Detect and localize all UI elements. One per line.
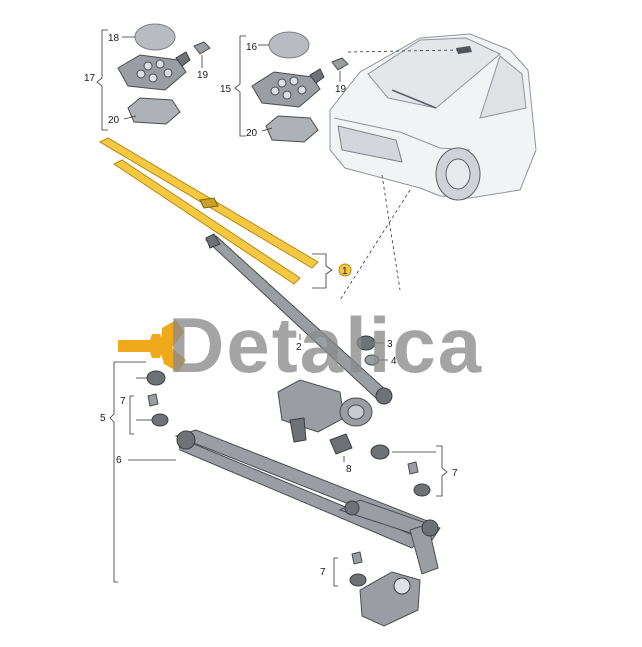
wiper-arm	[205, 233, 393, 405]
rain-sensor-right	[251, 68, 325, 108]
callout-20-right: 20	[246, 128, 258, 139]
sensor-group-left	[96, 23, 211, 131]
fastener-set-left	[129, 370, 169, 435]
callout-7-left: 7	[120, 396, 126, 407]
callout-19-left: 19	[197, 70, 209, 81]
callout-6: 6	[116, 455, 122, 466]
callout-2: 2	[296, 342, 302, 353]
callout-5: 5	[100, 413, 106, 424]
arm-cap-and-nut	[356, 335, 388, 366]
callout-7-bottom: 7	[320, 567, 326, 578]
callout-15: 15	[220, 84, 232, 95]
callout-19-right: 19	[335, 84, 347, 95]
sensor-group-right	[234, 31, 349, 143]
callout-1: 1	[342, 266, 348, 277]
car-illustration	[329, 33, 537, 201]
rain-sensor-left	[117, 51, 191, 91]
callout-7-right: 7	[452, 468, 458, 479]
wiper-motor	[277, 379, 373, 443]
fastener-set-bottom	[333, 551, 367, 587]
fastener-set-right	[370, 444, 448, 497]
callout-8: 8	[346, 464, 352, 475]
callout-16-top: 16	[246, 42, 258, 53]
watermark-logo: Detalica	[118, 301, 483, 389]
wiper-blade-set	[98, 137, 352, 289]
callout-20-left: 20	[108, 115, 120, 126]
lower-bracket	[359, 571, 421, 627]
callout-4: 4	[391, 356, 397, 367]
callout-17: 17	[84, 73, 96, 84]
wrench-icon	[118, 320, 186, 372]
callout-3: 3	[387, 339, 393, 350]
callout-18: 18	[108, 33, 120, 44]
rubber-mount	[329, 433, 353, 462]
watermark-text: Detalica	[168, 301, 483, 389]
wiper-linkage	[174, 429, 441, 575]
